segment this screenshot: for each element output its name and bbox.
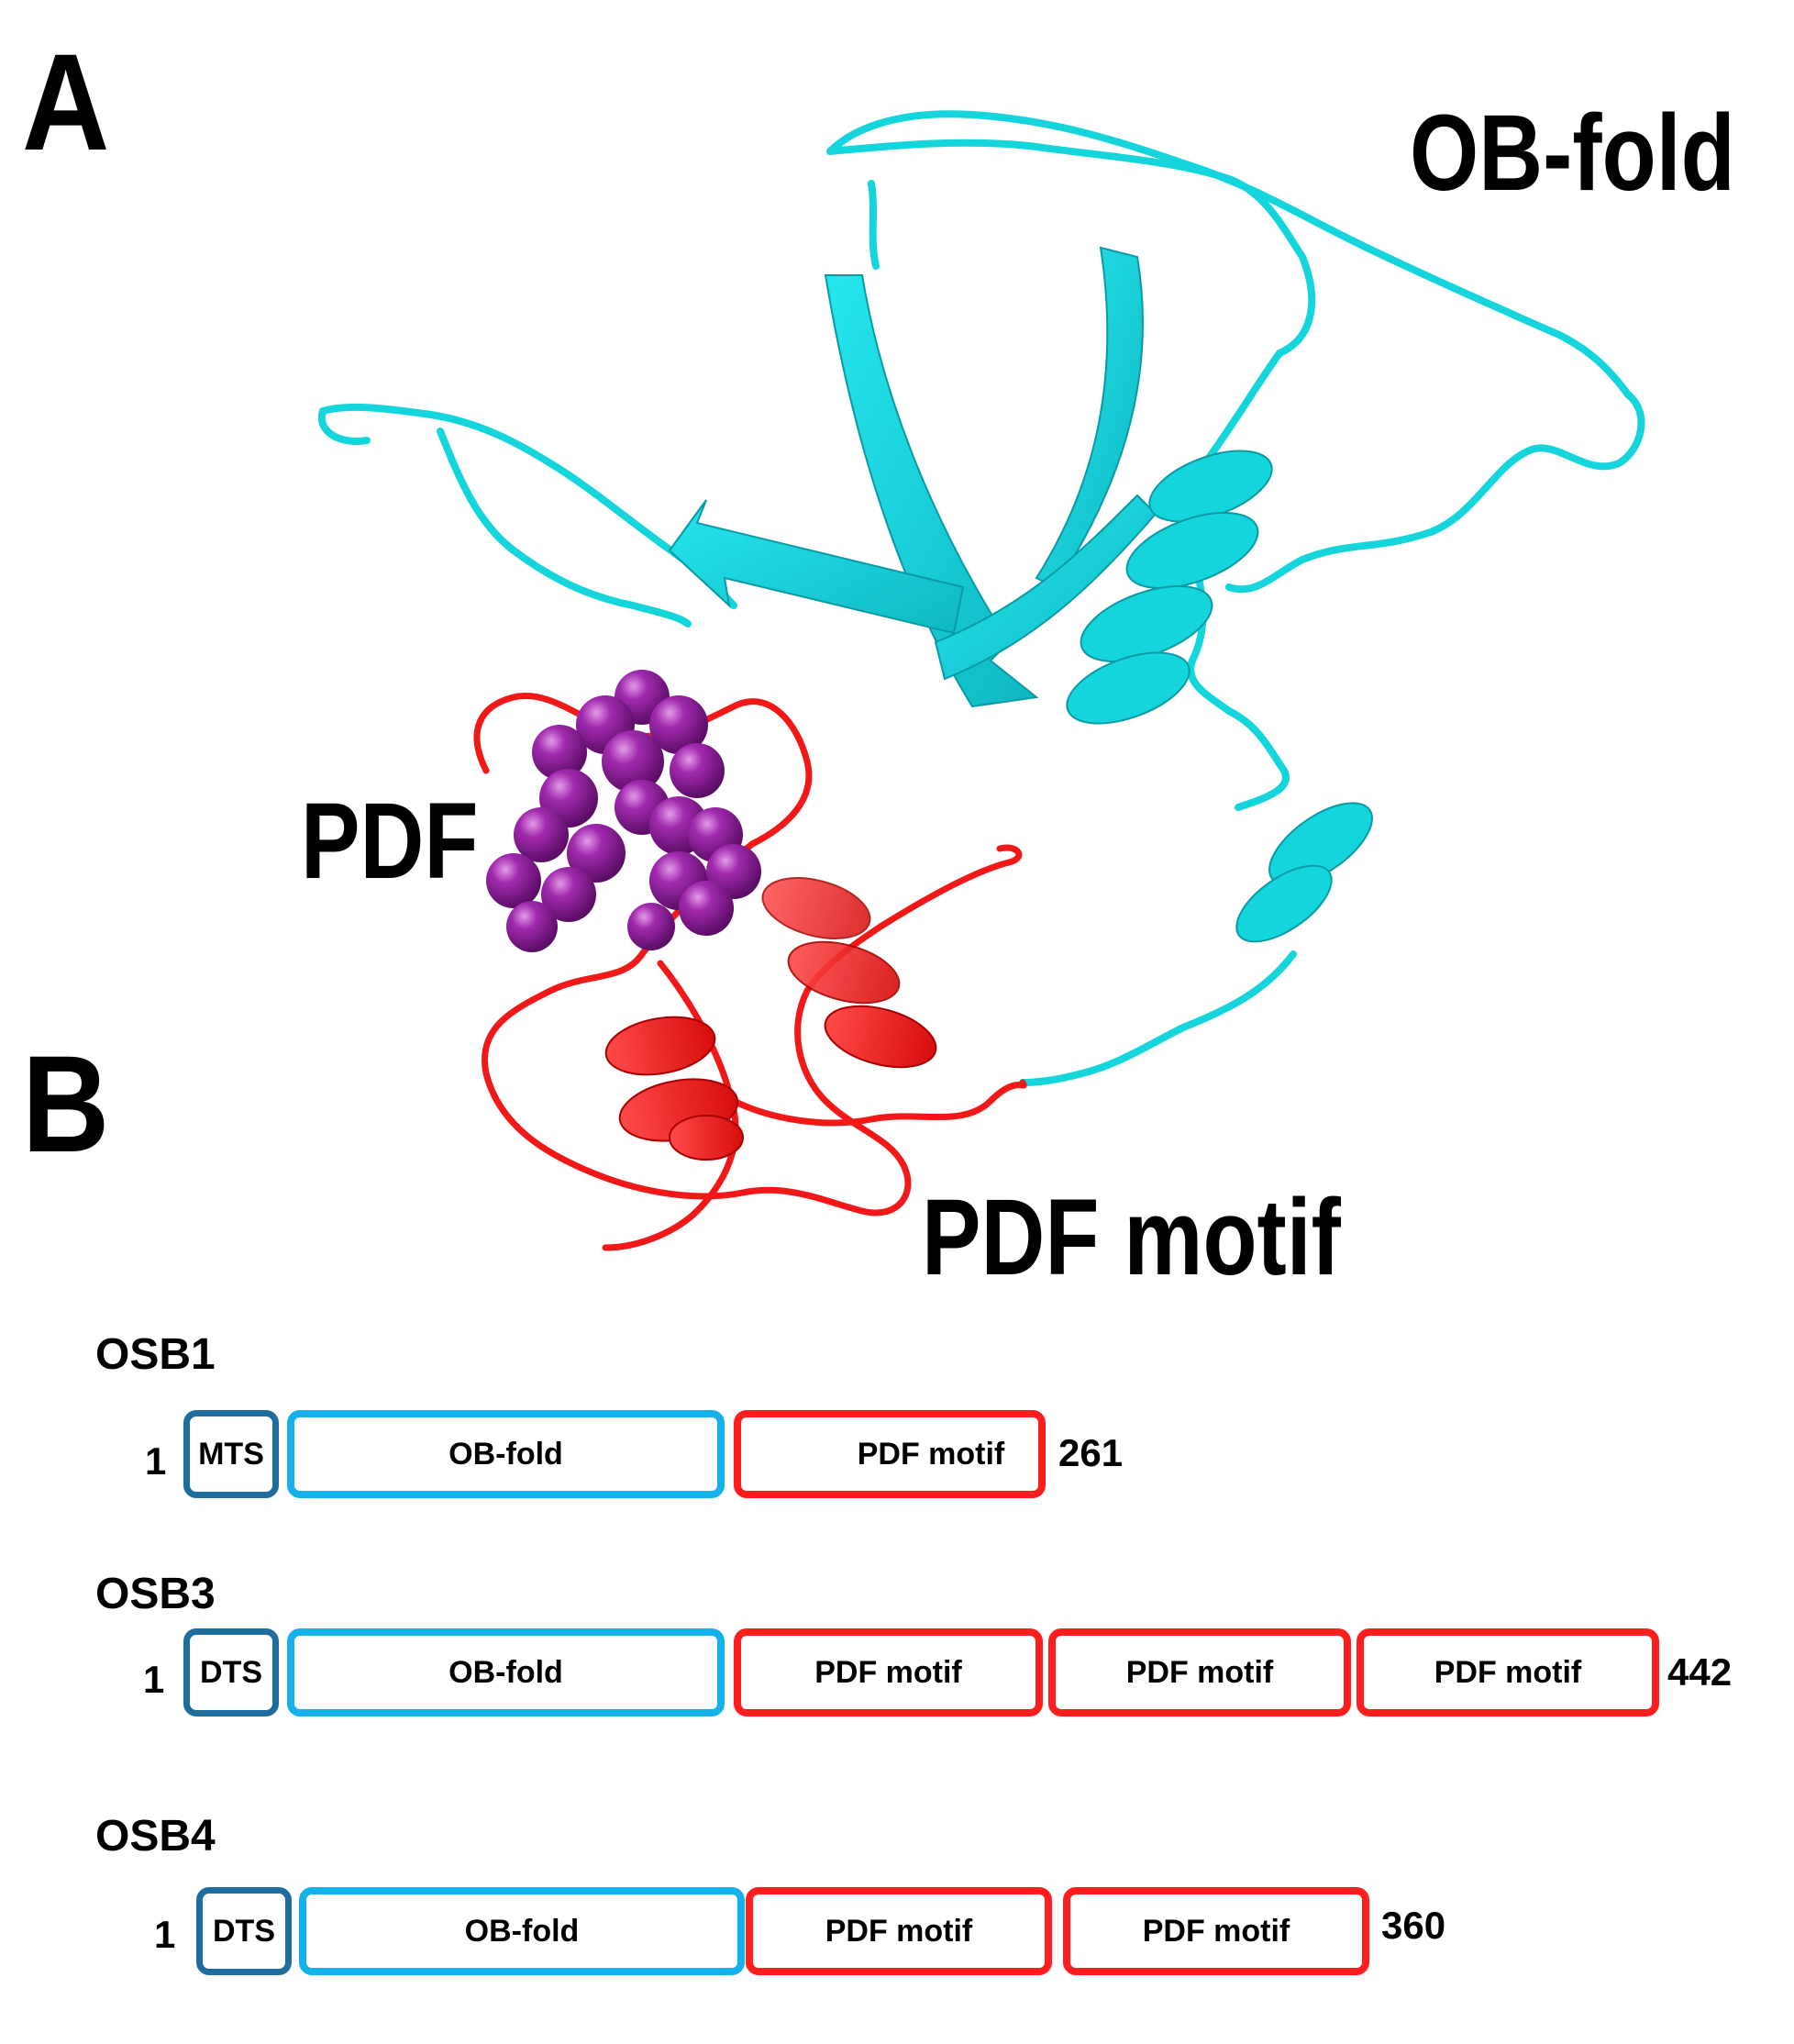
panel-b-letter: B — [22, 1027, 110, 1181]
osb4-dts-domain: DTS — [196, 1887, 292, 1975]
osb3-ob-fold-domain: OB-fold — [287, 1628, 725, 1716]
pdf-motif-helices — [604, 877, 937, 1161]
osb1-mts-domain: MTS — [183, 1410, 279, 1498]
pdf-motif-label: PDF motif — [922, 1177, 1341, 1298]
osb1-start: 1 — [145, 1439, 167, 1483]
osb3-pdf-motif-domain-1: PDF motif — [734, 1628, 1043, 1716]
pdf-ligand-spheres — [486, 670, 761, 952]
pdf-label: PDF — [301, 781, 479, 902]
protein-name-osb3: OSB3 — [95, 1570, 216, 1618]
osb3-end: 442 — [1667, 1650, 1733, 1694]
osb3-pdf-motif-domain-3: PDF motif — [1357, 1628, 1659, 1716]
osb4-start: 1 — [154, 1913, 176, 1956]
protein-name-osb4: OSB4 — [95, 1812, 216, 1861]
osb1-ob-fold-domain: OB-fold — [287, 1410, 725, 1498]
osb4-pdf-motif-domain-2: PDF motif — [1063, 1887, 1369, 1975]
osb4-ob-fold-domain: OB-fold — [299, 1887, 745, 1975]
osb3-dts-domain: DTS — [183, 1628, 279, 1716]
osb3-pdf-motif-domain-2: PDF motif — [1048, 1628, 1351, 1716]
osb1-pdf-motif-domain: PDF motif — [734, 1410, 1046, 1498]
protein-structure-ribbon — [317, 110, 1645, 1251]
osb3-start: 1 — [143, 1658, 165, 1701]
osb4-pdf-motif-domain-1: PDF motif — [746, 1887, 1052, 1975]
panel-a-letter: A — [22, 25, 110, 179]
protein-name-osb1: OSB1 — [95, 1330, 216, 1379]
osb1-end: 261 — [1058, 1431, 1124, 1474]
ob-fold-helices — [1066, 450, 1373, 943]
osb4-end: 360 — [1381, 1904, 1446, 1947]
ob-fold-label: OB-fold — [1410, 93, 1735, 214]
ob-fold-sheets — [668, 246, 1157, 708]
